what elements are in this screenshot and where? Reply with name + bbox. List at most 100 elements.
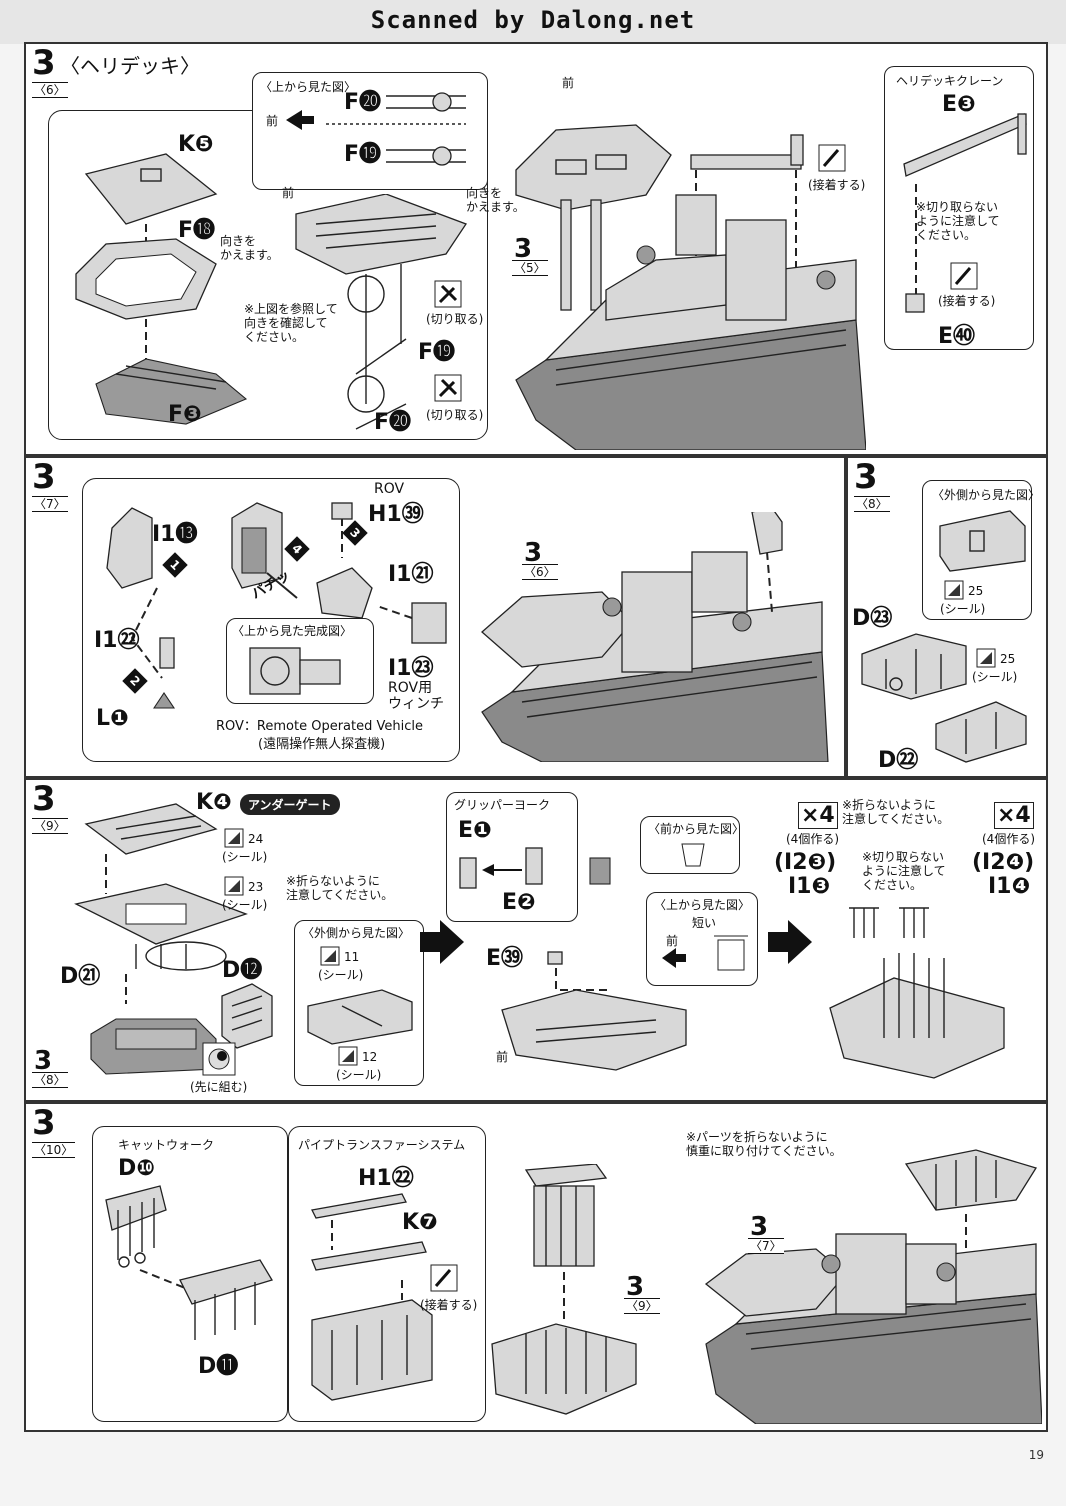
- step-number: 3: [32, 779, 56, 819]
- seal-11: 11: [344, 950, 360, 964]
- step-panel-8: 3 〈8〉 〈外側から見た図〉 25 (シール) D㉓ 25 (シール) D㉒: [846, 456, 1048, 778]
- rov-parts-drawing: [106, 502, 447, 709]
- part-e2: E❷: [502, 890, 536, 915]
- part-d11: D⓫: [198, 1354, 239, 1379]
- top-view-title-9: 〈上から見た図〉: [654, 898, 751, 912]
- short-label: 短い: [692, 916, 717, 930]
- step-number: 3: [32, 457, 56, 497]
- ref-step: 3: [34, 1046, 53, 1076]
- substep-label: 〈8〉: [854, 496, 890, 512]
- top-view-drawing: [286, 92, 466, 166]
- turn-note: 向きを かえます。: [220, 234, 279, 262]
- panel-title: 〈ヘリデッキ〉: [60, 54, 200, 78]
- part-f18: F⓲: [178, 218, 216, 243]
- winch-label: ROV用 ウィンチ: [388, 680, 444, 712]
- part-d23: D㉓: [852, 606, 893, 631]
- part-i1-23: I1㉓: [388, 656, 434, 681]
- ref-step: 3: [514, 234, 533, 264]
- substep-label: 〈6〉: [32, 82, 68, 98]
- seal-icon-23: [224, 876, 244, 896]
- gripper-box: [446, 792, 578, 922]
- nipper-icon: [434, 280, 462, 308]
- front-view-drawing: [681, 843, 705, 867]
- seal-23: 23: [248, 880, 264, 894]
- ref-substep-2: 〈7〉: [748, 1238, 784, 1254]
- seal-label-2: (シール): [972, 670, 1018, 684]
- step-panel-7: 3 〈7〉 I1⓭ I1㉒ L❶ ROV H1㊴ I1㉑ I1㉓ ROV用 ウィ…: [24, 456, 846, 778]
- front-label-9: 前: [666, 934, 679, 948]
- part-d12: D⓬: [222, 958, 263, 983]
- part-h1-22: H1㉒: [358, 1166, 414, 1191]
- make-4b: (4個作る): [982, 832, 1035, 846]
- page-number: 19: [1028, 1448, 1044, 1462]
- ref-substep: 〈9〉: [624, 1298, 660, 1314]
- finished-top-drawing: [249, 647, 341, 695]
- part-e39: E㊴: [486, 946, 524, 971]
- deck-frame-drawing: [295, 194, 467, 430]
- step-panel-6: 3 〈6〉 〈ヘリデッキ〉 K❺ F⓲ F❸ 〈上から見た図〉 F⓴ F⓳ 前: [24, 42, 1048, 456]
- ref-step-2: 3: [750, 1212, 769, 1242]
- confirm-note: ※上図を参照して 向きを確認して ください。: [244, 302, 338, 344]
- part-d22: D㉒: [878, 748, 919, 773]
- step-panel-9: 3 〈9〉 K❹ アンダーゲート 24 (シール) 23 (シール) D㉑ D⓬…: [24, 778, 1048, 1102]
- turn-note-2: 向きを かえます。: [466, 186, 525, 214]
- d23-d22-drawing: [861, 633, 1027, 763]
- glue-brush-icon-3: [430, 1264, 458, 1292]
- nipper-icon-2: [434, 374, 462, 402]
- part-d10: D❿: [118, 1156, 155, 1181]
- under-gate-tag: アンダーゲート: [240, 794, 340, 815]
- ref-substep: 〈6〉: [522, 564, 558, 580]
- top-view-9-drawing: [662, 935, 748, 971]
- part-h1-39: H1㊴: [368, 502, 424, 527]
- seal-24-label: (シール): [222, 850, 268, 864]
- part-i1-13: I1⓭: [152, 522, 198, 547]
- outside-view-title-9: 〈外側から見た図〉: [302, 926, 411, 940]
- ship-final-drawing: [704, 1149, 1042, 1424]
- seal-11-label: (シール): [318, 968, 364, 982]
- pipe-title: パイプトランスファーシステム: [298, 1138, 466, 1152]
- scan-credit: Scanned by Dalong.net: [370, 6, 696, 34]
- d12-drawing: [221, 983, 273, 1049]
- top-view-inset: [252, 72, 488, 190]
- ref-substep: 〈8〉: [32, 1072, 68, 1088]
- seal-icon-24: [224, 828, 244, 848]
- rov-definition-jp: (遠隔操作無人探査機): [258, 737, 386, 752]
- no-cut-note: ※切り取らない ように注意して ください。: [862, 850, 946, 892]
- ref-step: 3: [524, 538, 543, 568]
- outside-view-9-drawing: [307, 989, 413, 1045]
- helideck-parts-drawing: [75, 153, 248, 425]
- yoke-drawing: [589, 857, 611, 885]
- part-f20-top: F⓴: [344, 90, 382, 115]
- part-f19-top: F⓳: [344, 142, 382, 167]
- seal-icon-2: [976, 648, 996, 668]
- step-number: 3: [32, 43, 56, 83]
- part-k7: K❼: [402, 1210, 438, 1235]
- front-view-title: 〈前から見た図〉: [648, 822, 745, 836]
- glue-note-10: (接着する): [420, 1298, 478, 1312]
- next-arrow-2: [768, 920, 812, 964]
- part-i1-22: I1㉒: [94, 628, 140, 653]
- seal-number-25: 25: [968, 584, 984, 598]
- catwalk-drawing: [105, 1185, 273, 1340]
- crane-title: ヘリデッキクレーン: [896, 74, 1004, 88]
- seal-icon: [944, 580, 964, 600]
- header-band: [0, 0, 1066, 44]
- step-number: 3: [32, 1103, 56, 1143]
- assembly-column-drawing: [491, 1164, 637, 1415]
- gate-rack-drawing: [829, 907, 1005, 1079]
- seal-24: 24: [248, 832, 264, 846]
- times-4b: ×4: [994, 802, 1034, 829]
- assemble-first: (先に組む): [190, 1080, 248, 1094]
- part-i1-4: I1❹: [988, 874, 1031, 899]
- careful-note: ※パーツを折らないように 慎重に取り付けてください。: [686, 1130, 842, 1158]
- part-k4: K❹: [196, 790, 232, 815]
- outside-view-title: 〈外側から見た図〉: [932, 488, 1041, 502]
- part-e1: E❶: [458, 818, 492, 843]
- next-arrow-1: [420, 920, 464, 964]
- pipe-drawing: [311, 1193, 433, 1401]
- crane-drawing: [903, 113, 1027, 313]
- part-e40: E㊵: [938, 324, 976, 349]
- front-label-2: 前: [282, 186, 295, 200]
- glue-brush-icon: [818, 144, 846, 172]
- seal-icon-12: [338, 1046, 358, 1066]
